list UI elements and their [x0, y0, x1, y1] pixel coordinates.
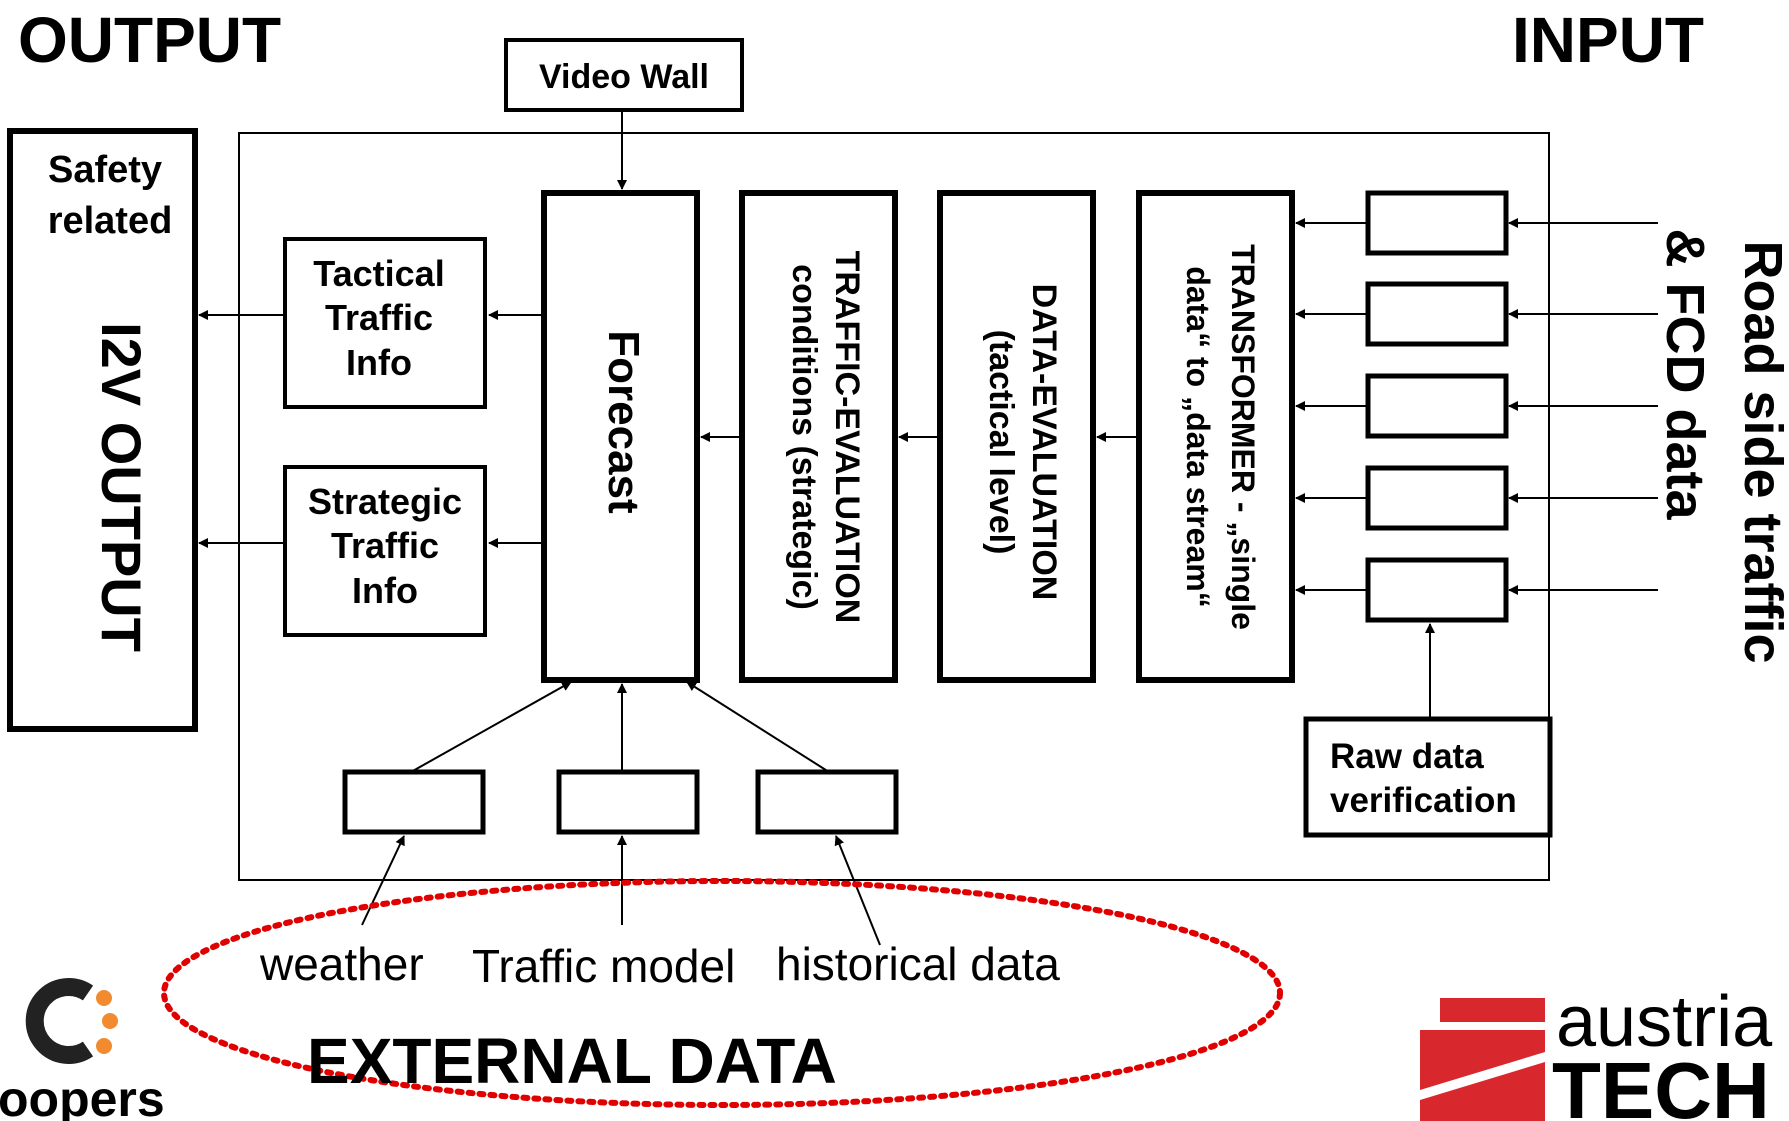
- transformer-line2: data“ to „data stream“: [1180, 266, 1216, 607]
- input-box-5: [1365, 557, 1509, 623]
- austriatech-stripe-1: [1440, 998, 1545, 1022]
- data-evaluation-line2: (tactical level): [982, 330, 1020, 555]
- safety-related-line1: Safety: [48, 149, 162, 191]
- historical-data-box: [755, 769, 899, 835]
- tactical-line3: Info: [346, 342, 412, 383]
- austriatech-logo: austria TECH: [1420, 982, 1773, 1121]
- traffic-model-box: [556, 769, 700, 835]
- external-data-title: EXTERNAL DATA: [307, 1025, 837, 1097]
- i2v-output-box: [7, 128, 198, 732]
- coopers-dot-3: [96, 1038, 112, 1054]
- tactical-traffic-info-box: [283, 237, 487, 409]
- traffic-evaluation-line2: conditions (strategic): [785, 264, 823, 610]
- coopers-c-mark: [25, 978, 94, 1064]
- austriatech-stripe-3: [1420, 1062, 1545, 1121]
- tech-wordmark: TECH: [1552, 1046, 1770, 1121]
- system-frame: [238, 132, 1550, 881]
- road-side-traffic-label: Road side traffic: [1733, 240, 1789, 663]
- austria-wordmark: austria: [1556, 982, 1773, 1062]
- tactical-line1: Tactical: [313, 253, 444, 294]
- input-box-4: [1365, 465, 1509, 531]
- traffic-evaluation-line1: TRAFFIC-EVALUATION: [828, 251, 866, 624]
- weather-data-box: [342, 769, 486, 835]
- raw-data-line1: Raw data: [1330, 737, 1484, 776]
- external-data-ellipse: [161, 878, 1283, 1108]
- output-heading: OUTPUT: [18, 4, 281, 76]
- weather-label: weather: [259, 938, 424, 990]
- coopers-logo: oopers: [0, 978, 165, 1121]
- tactical-line2: Traffic: [325, 297, 433, 338]
- coopers-wordmark: oopers: [0, 1071, 165, 1121]
- transformer-line1: TRANSFORMER - „single: [1225, 244, 1261, 630]
- data-evaluation-line1: DATA-EVALUATION: [1025, 284, 1063, 601]
- input-box-3: [1365, 373, 1509, 439]
- input-box-2: [1365, 281, 1509, 347]
- forecast-label: Forecast: [599, 330, 648, 514]
- connector-arrows: [198, 110, 1658, 946]
- historical-data-label: historical data: [776, 938, 1060, 990]
- i2v-output-label: I2V OUTPUT: [90, 322, 153, 652]
- strategic-line2: Traffic: [331, 525, 439, 566]
- strategic-line3: Info: [352, 570, 418, 611]
- strategic-line1: Strategic: [308, 481, 462, 522]
- coopers-dot-1: [96, 990, 112, 1006]
- austriatech-stripe-2: [1420, 1030, 1545, 1090]
- raw-data-line2: verification: [1330, 781, 1517, 820]
- coopers-dot-2: [102, 1013, 118, 1029]
- input-heading: INPUT: [1512, 4, 1704, 76]
- fcd-data-label: & FCD data: [1655, 228, 1715, 520]
- input-box-1: [1365, 190, 1509, 256]
- safety-related-line2: related: [48, 200, 173, 242]
- video-wall-label: Video Wall: [539, 58, 709, 96]
- forecast-box: [541, 190, 700, 683]
- strategic-traffic-info-box: [283, 465, 487, 637]
- video-wall-box: [504, 38, 744, 112]
- raw-data-verification-box: [1303, 716, 1553, 838]
- traffic-model-label: Traffic model: [472, 940, 735, 992]
